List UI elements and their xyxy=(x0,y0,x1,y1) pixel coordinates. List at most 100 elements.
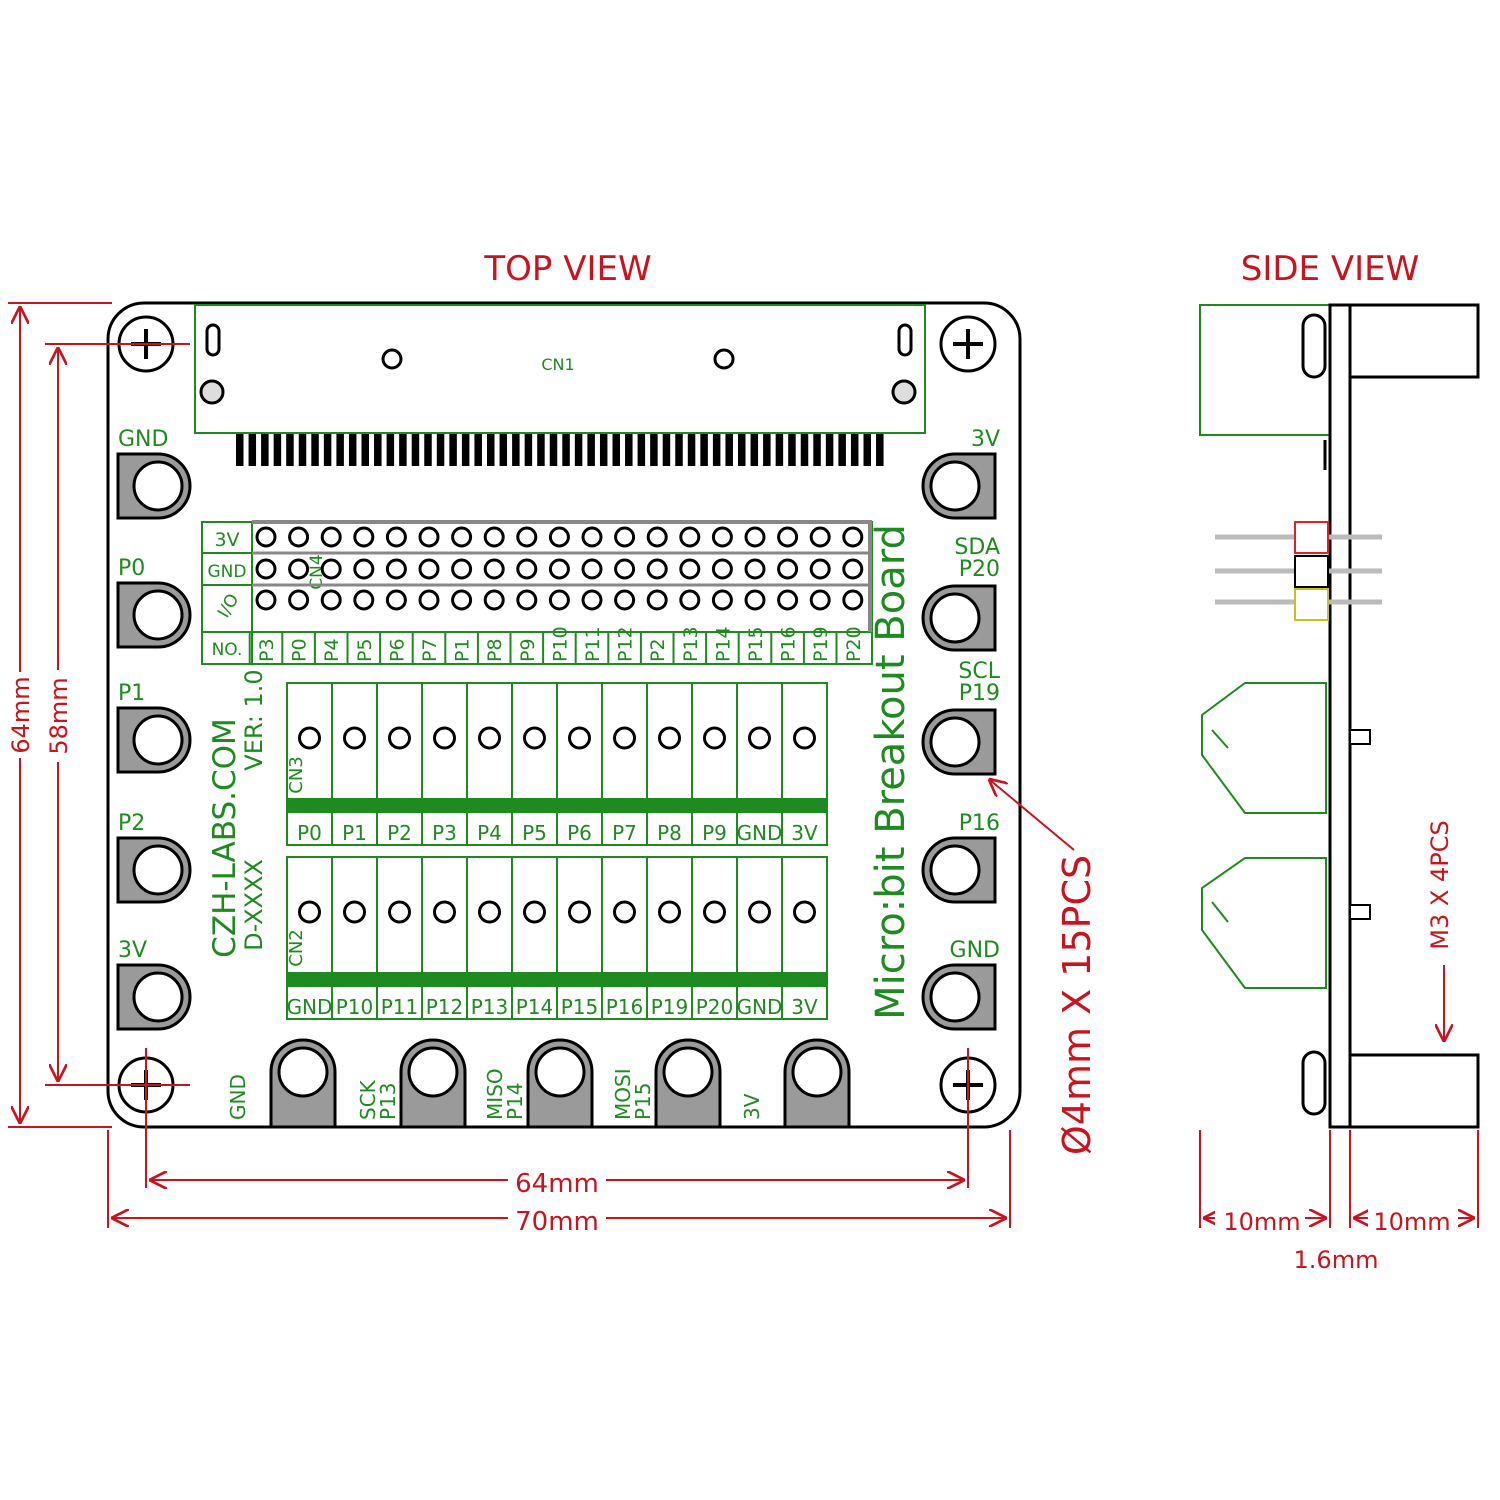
terminal-label: P7 xyxy=(612,821,637,845)
cn1-finger xyxy=(537,434,545,466)
header-pin xyxy=(418,526,440,548)
board-height-dim: 64mm xyxy=(7,676,35,753)
side-terminal-bottom xyxy=(1201,857,1327,989)
header-pin-label: P0 xyxy=(289,638,311,662)
header-pin-label: P2 xyxy=(647,638,669,662)
cn1-finger xyxy=(587,434,595,466)
terminal-label: 3V xyxy=(791,995,818,1019)
cn1-finger xyxy=(825,434,834,466)
pad xyxy=(116,836,192,904)
header-pin xyxy=(353,558,375,580)
header-pin xyxy=(353,589,375,611)
header-pin-label: P14 xyxy=(712,626,734,662)
pad-hole xyxy=(277,1046,329,1098)
terminal-screw xyxy=(748,900,771,924)
cn1-finger xyxy=(863,434,871,466)
header-pin-label: P15 xyxy=(745,626,767,662)
terminal-label: P2 xyxy=(387,821,412,845)
header-pin xyxy=(809,558,831,580)
model-text: D-XXXX xyxy=(240,859,268,951)
header-pin xyxy=(320,558,342,580)
side-terminal-top xyxy=(1201,682,1327,814)
header-pin xyxy=(842,589,864,611)
header-pin-label: P19 xyxy=(810,626,832,662)
header-pin-label: P7 xyxy=(419,638,441,662)
version-text: VER: 1.0 xyxy=(240,669,268,770)
left-pad-label: GND xyxy=(118,427,168,452)
header-pin xyxy=(646,558,668,580)
header-pin xyxy=(777,558,799,580)
cn1-finger xyxy=(675,434,683,466)
pad-hole xyxy=(132,971,184,1023)
pad-hole xyxy=(929,971,981,1023)
side-left-dim: 10mm xyxy=(1223,1208,1300,1236)
header-pin xyxy=(385,589,407,611)
cn1-label: CN1 xyxy=(541,355,574,374)
terminal-label: P8 xyxy=(657,821,682,845)
bottom-pad-label: GND xyxy=(226,1074,250,1120)
header-pin xyxy=(809,526,831,548)
terminal-label: P12 xyxy=(426,995,464,1019)
terminal-label: P9 xyxy=(702,821,727,845)
header-pin-label: P8 xyxy=(484,638,506,662)
terminal-label: P16 xyxy=(606,995,644,1019)
header-pin xyxy=(288,558,310,580)
header-pin xyxy=(483,589,505,611)
header-pin xyxy=(483,558,505,580)
terminal-label: P5 xyxy=(522,821,547,845)
header-pin xyxy=(711,558,733,580)
terminal-screw xyxy=(433,726,456,750)
terminal-label: GND xyxy=(737,995,783,1019)
cn1-finger xyxy=(361,434,369,466)
cn1-finger xyxy=(562,434,570,466)
terminal-screw xyxy=(793,900,816,924)
header-pin xyxy=(548,526,570,548)
terminal-label: P1 xyxy=(342,821,367,845)
bottom-pad-label: P13 xyxy=(376,1082,400,1120)
cn1-finger xyxy=(788,434,796,466)
pad xyxy=(116,452,192,520)
terminal-screw xyxy=(388,900,411,924)
header-pin-label: P13 xyxy=(680,626,702,662)
right-pad-label: 3V xyxy=(971,427,1000,452)
terminal-label: 3V xyxy=(791,821,818,845)
header-pin xyxy=(255,589,277,611)
pad-hole xyxy=(132,589,184,641)
terminal-screw xyxy=(523,726,546,750)
cn1-fingers xyxy=(236,434,884,466)
header-pin xyxy=(744,558,766,580)
cn1-finger xyxy=(850,434,859,466)
terminal-screw xyxy=(388,726,411,750)
terminal-screw xyxy=(523,900,546,924)
side-right-dim: 10mm xyxy=(1373,1208,1450,1236)
bottom-pad-label: P15 xyxy=(631,1082,655,1120)
left-pad-label: P2 xyxy=(118,811,145,836)
cn1-finger xyxy=(662,434,671,466)
header-pin-label: P6 xyxy=(386,638,408,662)
pad-hole xyxy=(407,1046,459,1098)
cn1-finger xyxy=(574,434,583,466)
header-pin xyxy=(581,526,603,548)
terminal-screw xyxy=(298,900,321,924)
header-pin xyxy=(679,589,701,611)
brand-text: CZH-LABS.COM xyxy=(207,718,243,958)
header-pin xyxy=(646,526,668,548)
header-pin xyxy=(646,589,668,611)
terminal-label: P19 xyxy=(651,995,689,1019)
bottom-pad-label: MOSI xyxy=(611,1068,635,1120)
cn1-finger xyxy=(700,434,708,466)
cn1-finger xyxy=(273,434,282,466)
hole-vertical-dim: 58mm xyxy=(45,677,73,754)
header-pin xyxy=(679,526,701,548)
header-pin xyxy=(451,558,473,580)
header-row-gnd: GND xyxy=(208,562,247,582)
right-pad-label: P16 xyxy=(959,811,1000,836)
header-pin xyxy=(451,526,473,548)
pad-hole xyxy=(791,1046,843,1098)
terminal-screw xyxy=(748,726,771,750)
cn1-finger xyxy=(712,434,721,466)
terminal-label: P6 xyxy=(567,821,592,845)
